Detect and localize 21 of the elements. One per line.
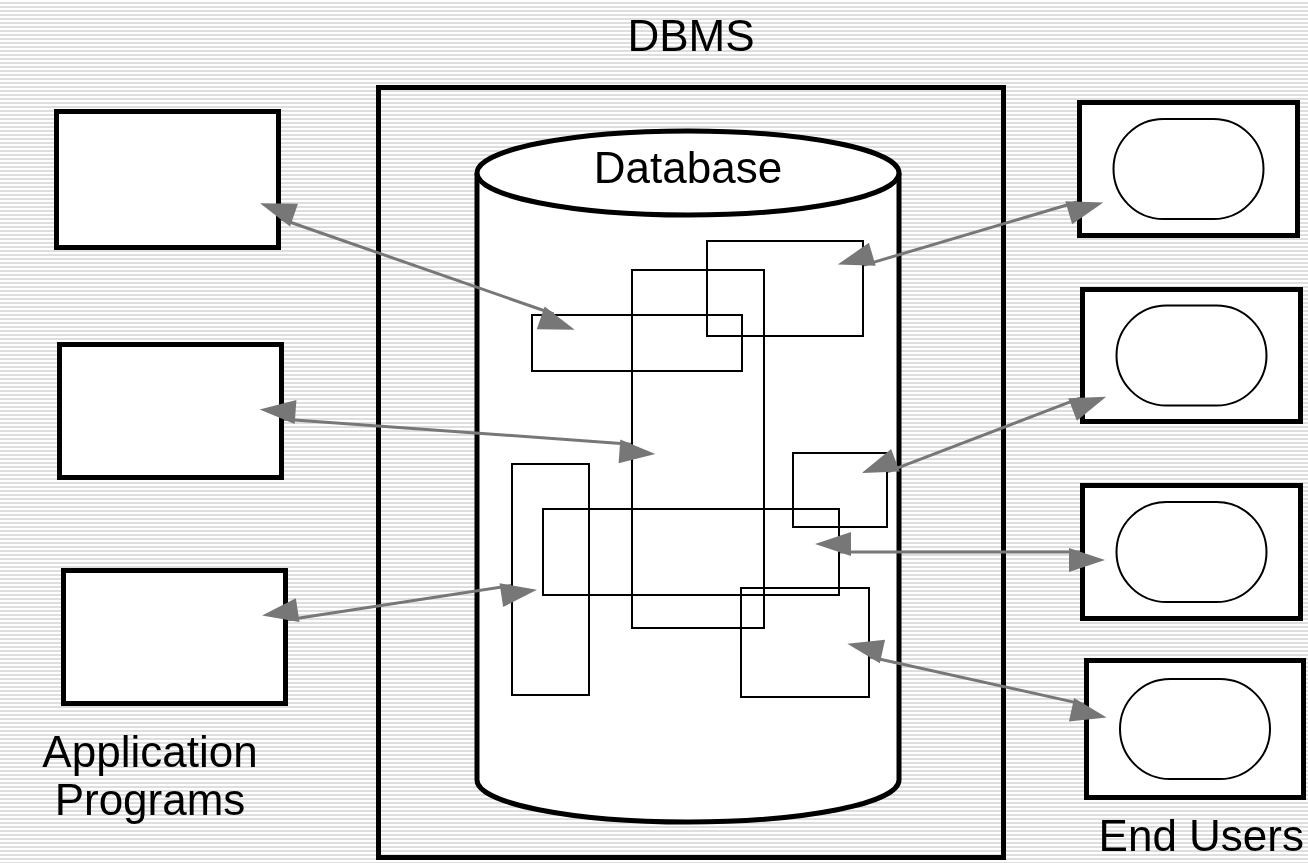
data-rectangle	[511, 463, 590, 696]
data-rectangle	[631, 269, 765, 629]
application-box	[57, 342, 284, 480]
double-arrow	[260, 203, 575, 330]
end-users-label: End Users	[1098, 810, 1304, 862]
double-arrow	[259, 400, 656, 464]
application-box	[61, 568, 288, 706]
data-rectangle	[531, 314, 743, 372]
double-arrow	[837, 200, 1104, 267]
double-arrow	[262, 583, 537, 622]
application-box	[54, 109, 281, 250]
double-arrow	[861, 396, 1107, 474]
double-arrow	[815, 532, 1105, 572]
data-rectangle	[706, 240, 864, 337]
data-rectangle	[740, 587, 870, 698]
data-rectangle	[792, 452, 888, 528]
application-programs-label: Application Programs	[41, 728, 259, 824]
double-arrow	[847, 639, 1107, 722]
dbms-title: DBMS	[627, 10, 755, 62]
data-rectangle	[542, 508, 840, 596]
database-label: Database	[593, 142, 783, 194]
